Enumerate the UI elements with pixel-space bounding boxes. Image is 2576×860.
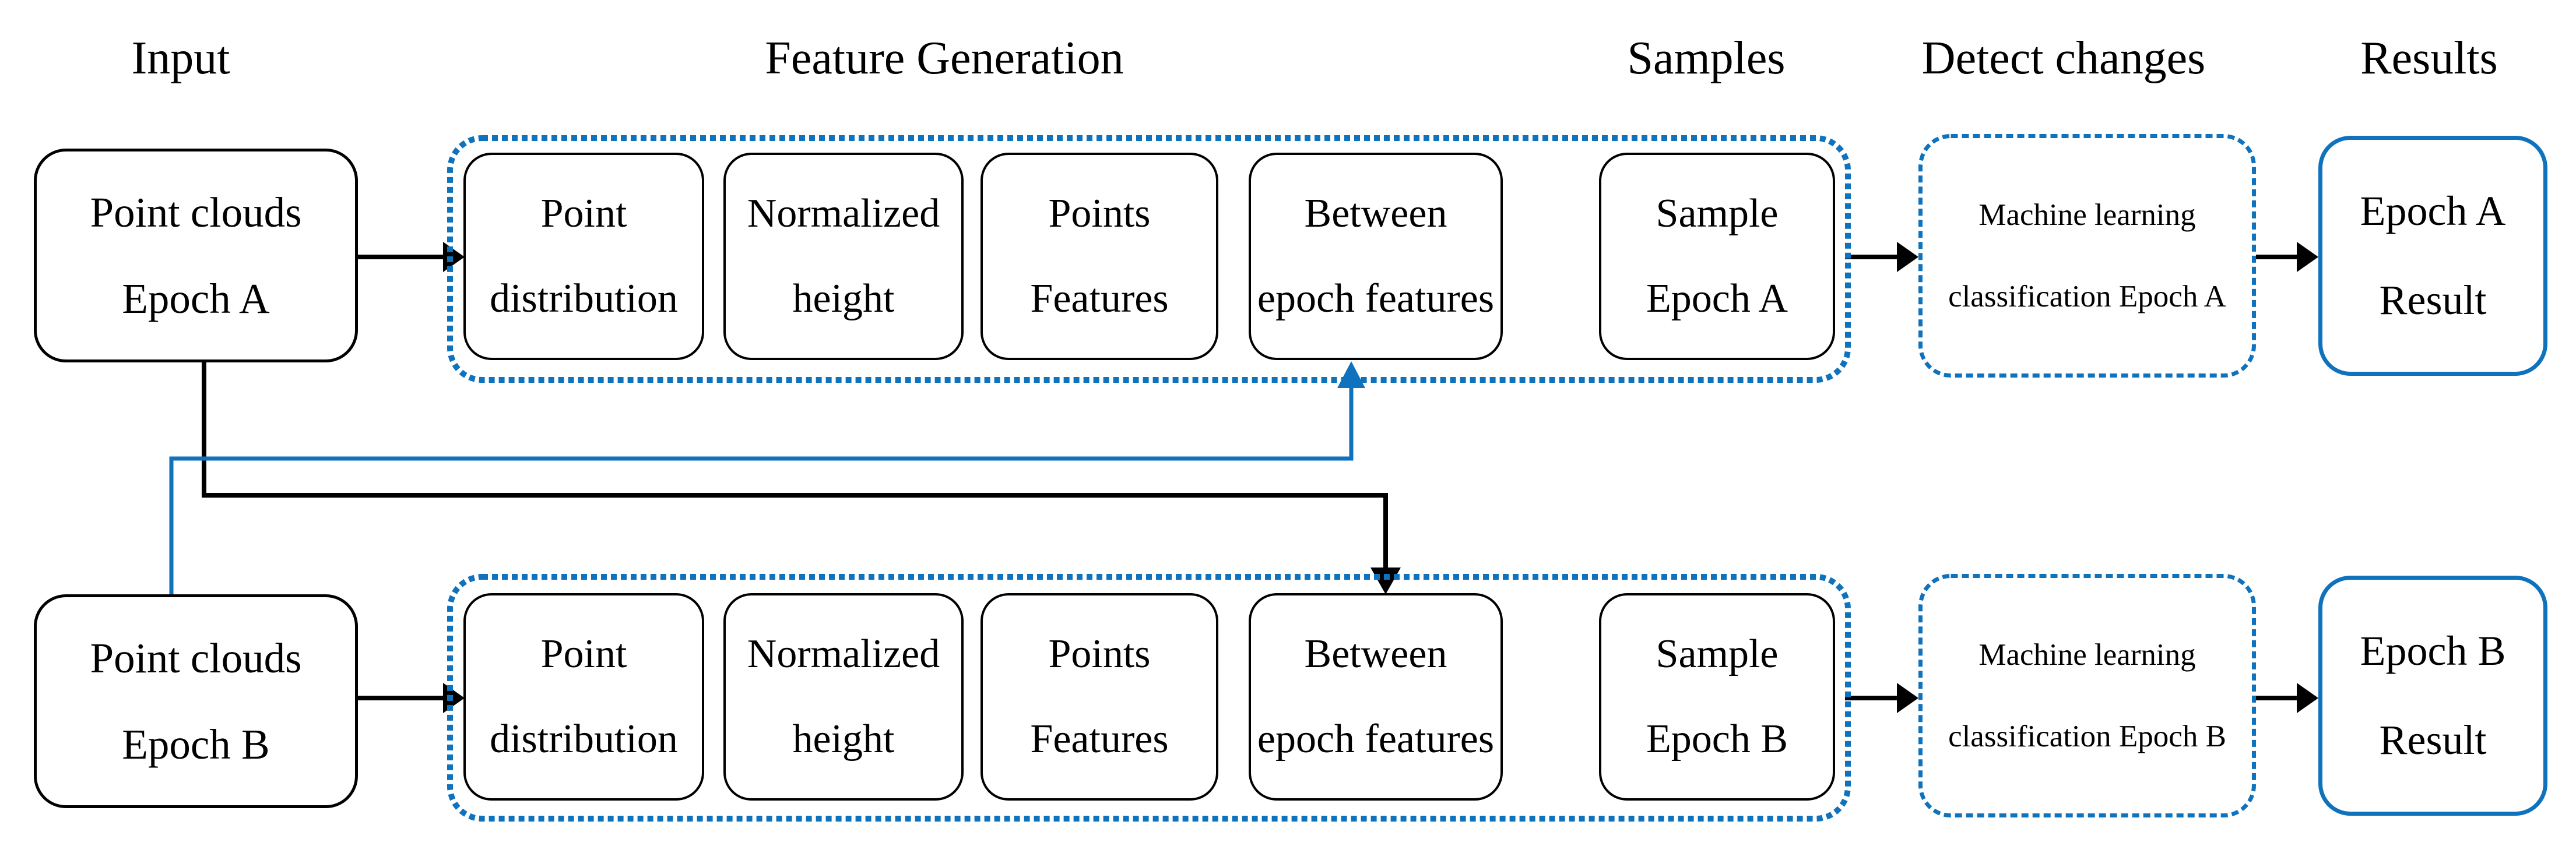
- node-ml-classification-epoch-a: Machine learning classification Epoch A: [1918, 134, 2256, 378]
- arrow-inputA-to-betweenB: [202, 361, 1388, 569]
- node-between-epoch-features-a: Between epoch features: [1249, 153, 1503, 360]
- header-detect-changes: Detect changes: [1921, 33, 2206, 84]
- node-points-features-b: Points Features: [981, 593, 1218, 801]
- node-label: Between: [1304, 191, 1447, 236]
- header-input: Input: [131, 33, 230, 84]
- node-label: classification Epoch A: [1948, 280, 2226, 313]
- arrowhead-sampleA-to-mlA: [1897, 242, 1918, 272]
- node-label: Sample: [1656, 632, 1779, 676]
- node-label: distribution: [490, 717, 678, 762]
- node-normalized-height-a: Normalized height: [723, 153, 964, 360]
- node-label: Point: [540, 191, 627, 236]
- node-epoch-a-result: Epoch A Result: [2318, 136, 2547, 376]
- dotted-border: [1918, 134, 2256, 378]
- node-ml-classification-epoch-b: Machine learning classification Epoch B: [1918, 574, 2256, 817]
- dotted-border: [1918, 574, 2256, 817]
- node-label: epoch features: [1257, 276, 1495, 321]
- header-samples: Samples: [1627, 33, 1786, 84]
- arrowhead-sampleB-to-mlB: [1897, 683, 1918, 713]
- feature-container-epoch-a: [447, 135, 1851, 383]
- node-label: Point clouds: [90, 634, 302, 682]
- node-label: Sample: [1656, 191, 1779, 236]
- node-label: Machine learning: [1978, 638, 2196, 672]
- dotted-border: [447, 135, 1851, 383]
- node-label: Features: [1030, 717, 1169, 762]
- node-points-features-a: Points Features: [981, 153, 1218, 360]
- node-label: Epoch B: [1646, 717, 1788, 762]
- node-label: Result: [2379, 717, 2487, 763]
- node-label: Normalized: [747, 191, 940, 236]
- node-label: height: [792, 276, 895, 321]
- node-label: Epoch A: [2360, 188, 2506, 234]
- node-label: Point: [540, 632, 627, 676]
- node-sample-epoch-b: Sample Epoch B: [1599, 593, 1835, 801]
- node-label: classification Epoch B: [1948, 720, 2226, 753]
- dotted-border: [447, 574, 1851, 822]
- node-between-epoch-features-b: Between epoch features: [1249, 593, 1503, 801]
- arrowhead-mlA-to-resultA: [2297, 242, 2318, 272]
- node-label: Machine learning: [1978, 198, 2196, 232]
- node-label: Points: [1048, 632, 1151, 676]
- node-point-clouds-epoch-b: Point clouds Epoch B: [34, 594, 358, 808]
- node-label: Epoch B: [2360, 628, 2506, 674]
- node-point-distribution-a: Point distribution: [463, 153, 704, 360]
- node-label: Normalized: [747, 632, 940, 676]
- header-results: Results: [2360, 33, 2498, 84]
- node-point-distribution-b: Point distribution: [463, 593, 704, 801]
- arrowhead-mlB-to-resultB: [2297, 683, 2318, 713]
- node-label: epoch features: [1257, 717, 1495, 762]
- node-normalized-height-b: Normalized height: [723, 593, 964, 801]
- node-label: Epoch A: [1646, 276, 1788, 321]
- node-label: Epoch A: [122, 274, 270, 322]
- header-feature-generation: Feature Generation: [765, 33, 1124, 84]
- arrow-inputB-to-betweenA: [169, 387, 1354, 594]
- node-label: Result: [2379, 277, 2487, 323]
- node-label: Point clouds: [90, 188, 302, 236]
- node-sample-epoch-a: Sample Epoch A: [1599, 153, 1835, 360]
- node-label: Epoch B: [122, 720, 270, 768]
- node-label: Features: [1030, 276, 1169, 321]
- node-label: Points: [1048, 191, 1151, 236]
- node-epoch-b-result: Epoch B Result: [2318, 576, 2547, 816]
- node-point-clouds-epoch-a: Point clouds Epoch A: [34, 149, 358, 362]
- feature-container-epoch-b: [447, 574, 1851, 822]
- node-label: distribution: [490, 276, 678, 321]
- node-label: Between: [1304, 632, 1447, 676]
- node-label: height: [792, 717, 895, 762]
